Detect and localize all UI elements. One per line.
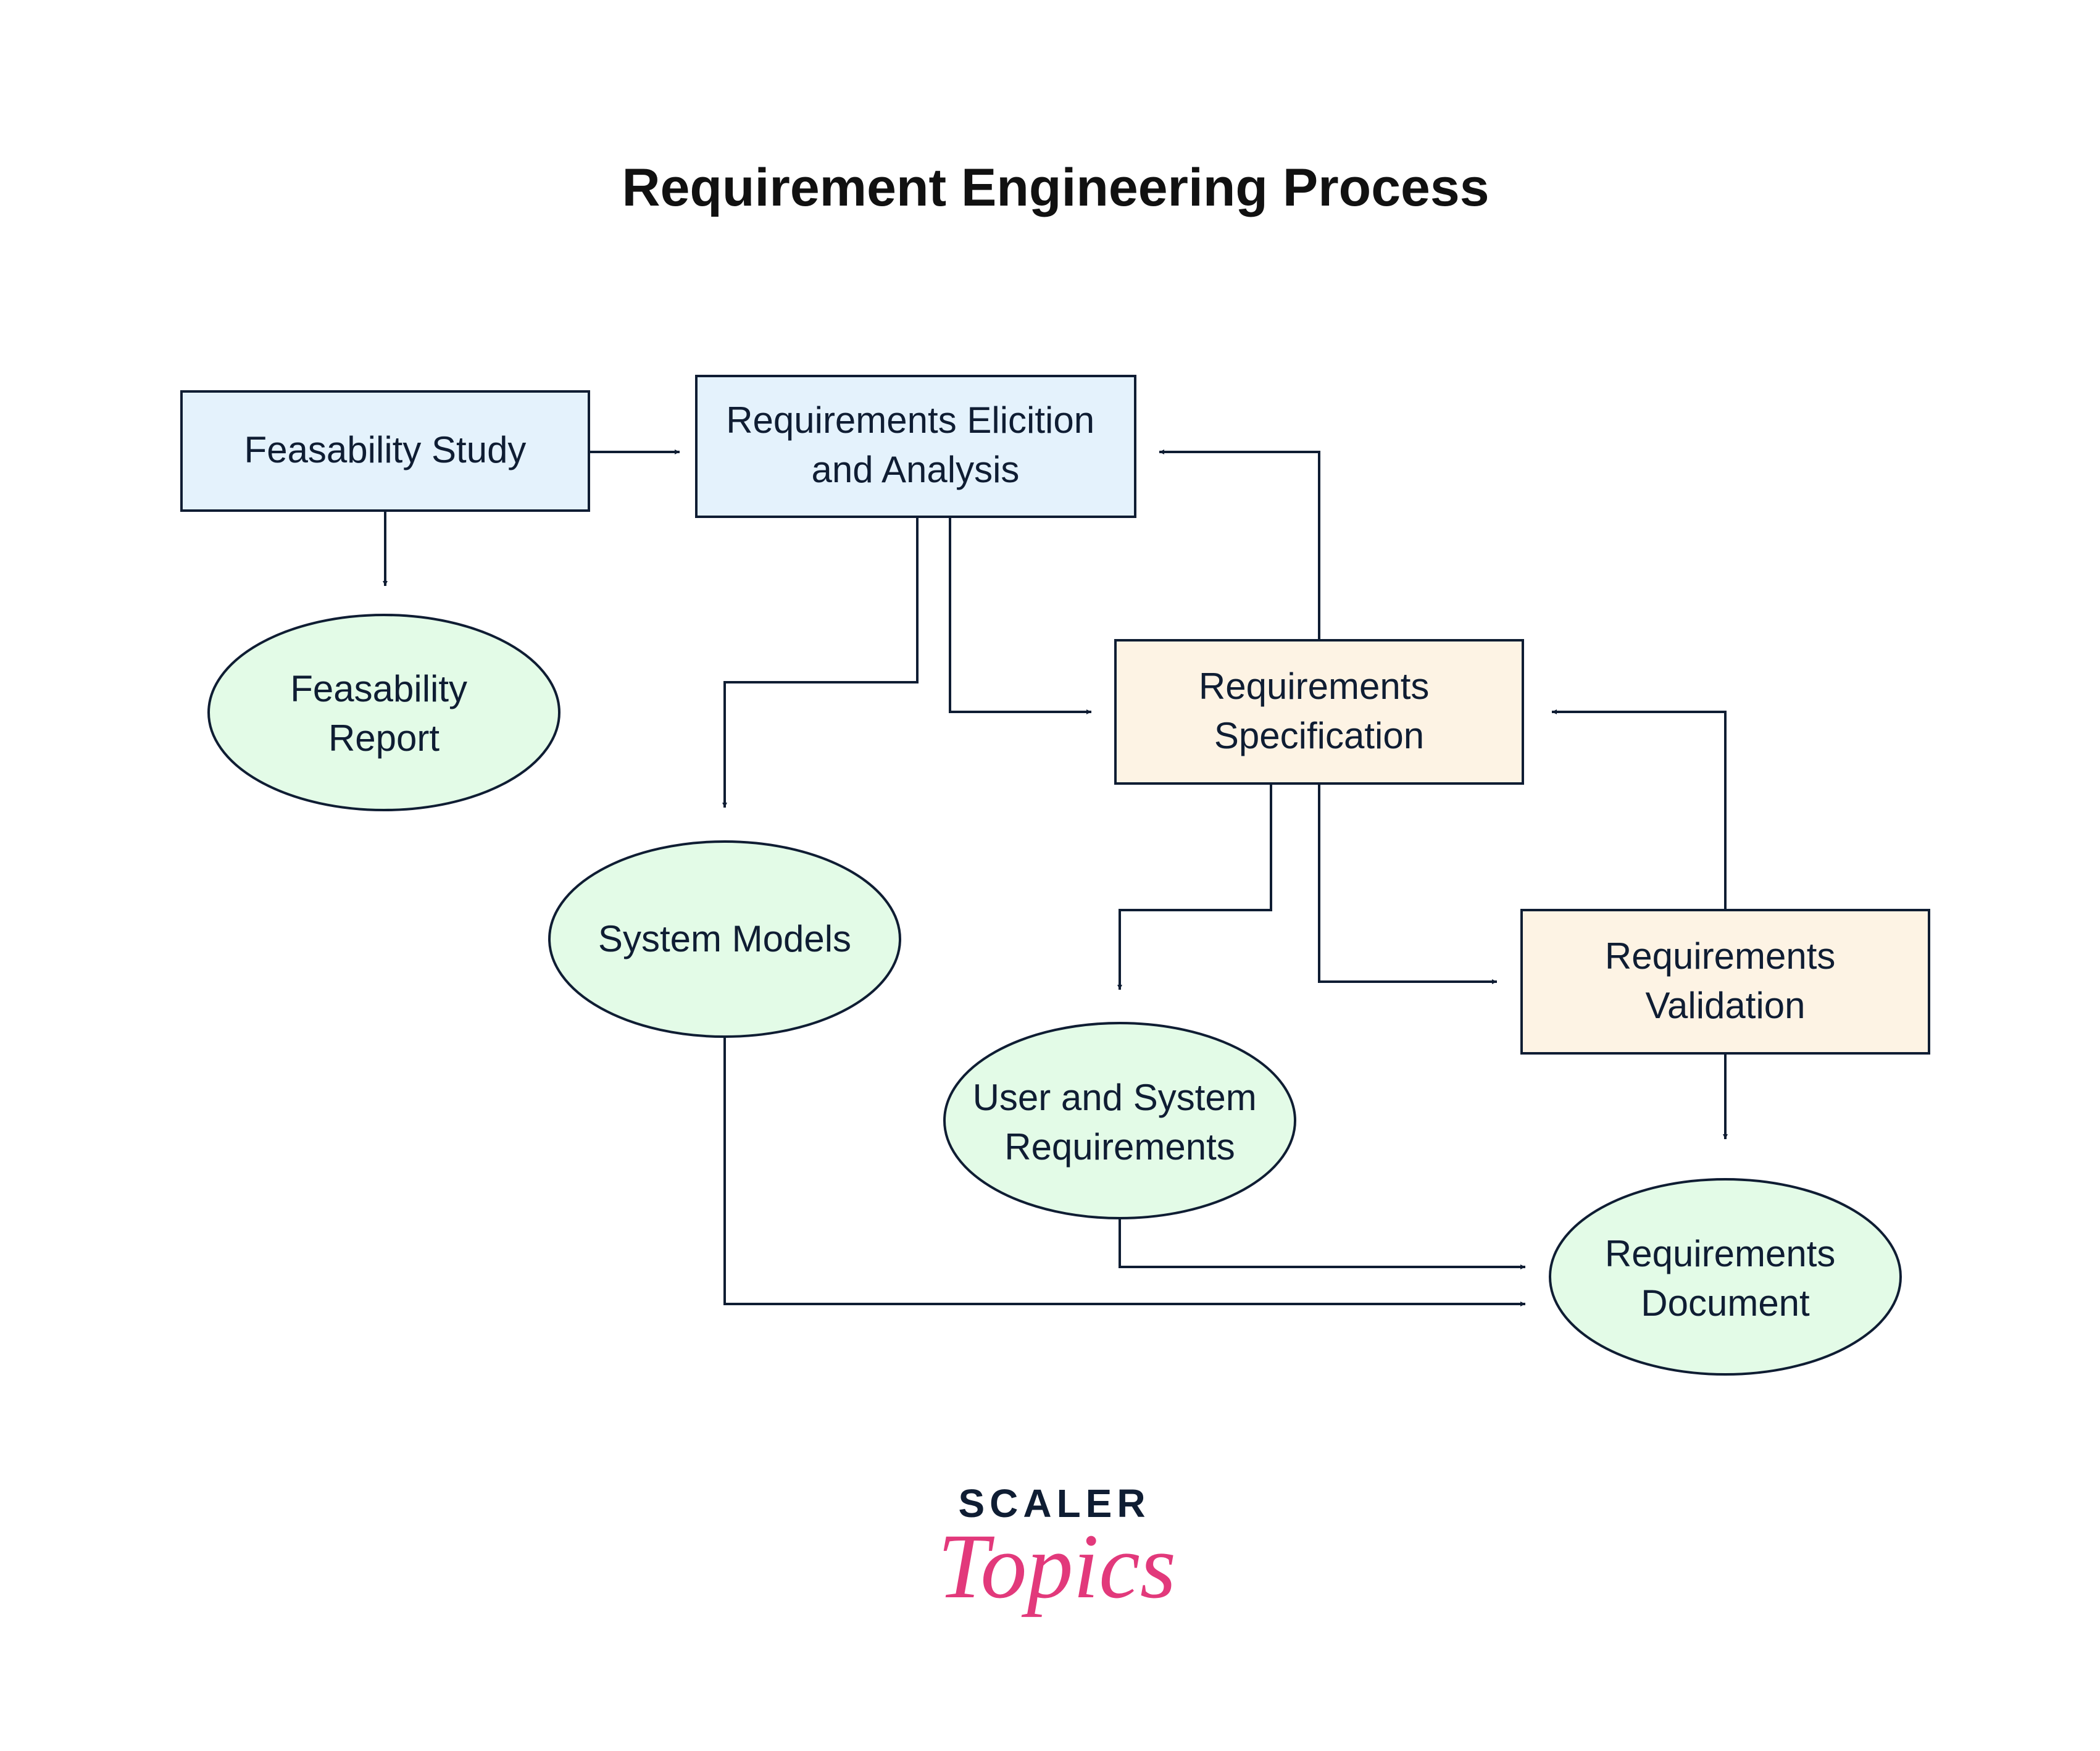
arrow-elicitation-to-specification [949,518,1091,714]
logo-topics-text: Topics [938,1515,1176,1618]
arrow-user-requirements-to-document [1119,1218,1525,1269]
node-requirements-elicitation: Requirements Elicition and Analysis [695,375,1136,518]
logo-scaler-text: SCALER [958,1481,1150,1526]
node-label: Document [1641,1282,1810,1324]
node-user-system-requirements: User and System Requirements [943,1022,1296,1219]
svg-text:Feasability Report: Feasability Report [290,668,477,759]
node-label: Validation [1645,985,1805,1026]
diagram-title: Requirement Engineering Process [622,158,1489,217]
svg-text:Requirements Specificati: Requirements Specification [1199,666,1440,756]
node-label: User and System [973,1077,1257,1118]
arrow-specification-to-validation [1318,784,1497,984]
connectors [383,449,1728,1306]
node-requirements-validation: Requirements Validation [1520,909,1930,1055]
svg-text:Requirements Elicition a: Requirements Elicition and Analysis [726,399,1105,490]
arrow-elicitation-to-system-models [722,518,919,808]
node-feasability-study: Feasability Study [180,390,590,512]
arrow-specification-to-elicitation [1159,449,1320,640]
node-label: Requirements Elicition [726,399,1094,441]
svg-text:Requirements Document: Requirements Document [1605,1233,1846,1324]
node-label: and Analysis [812,449,1020,490]
node-requirements-specification: Requirements Specification [1114,639,1524,785]
node-label: Feasability Study [244,429,527,470]
node-label: Feasability [290,668,467,709]
node-system-models: System Models [548,840,901,1038]
node-label: Requirements [1004,1126,1235,1168]
svg-text:User and System Requirem: User and System Requirements [973,1077,1267,1168]
node-label: Report [328,717,440,759]
arrow-specification-to-user-requirements [1117,784,1272,990]
node-requirements-document: Requirements Document [1549,1178,1902,1376]
scaler-topics-logo: SCALER Topics [938,1481,1176,1618]
arrow-system-models-to-document [723,1038,1525,1306]
node-feasability-report: Feasability Report [207,614,560,811]
node-label: Specification [1214,715,1424,756]
node-label: System Models [598,918,851,959]
node-label: Requirements [1605,935,1836,977]
node-label: Requirements [1199,666,1430,707]
svg-text:System Models: System Models [598,918,851,959]
svg-text:Requirements Validation: Requirements Validation [1605,935,1846,1026]
arrow-validation-to-specification [1552,709,1727,910]
svg-text:Feasability Study: Feasability Study [244,429,527,470]
node-label: Requirements [1605,1233,1836,1274]
